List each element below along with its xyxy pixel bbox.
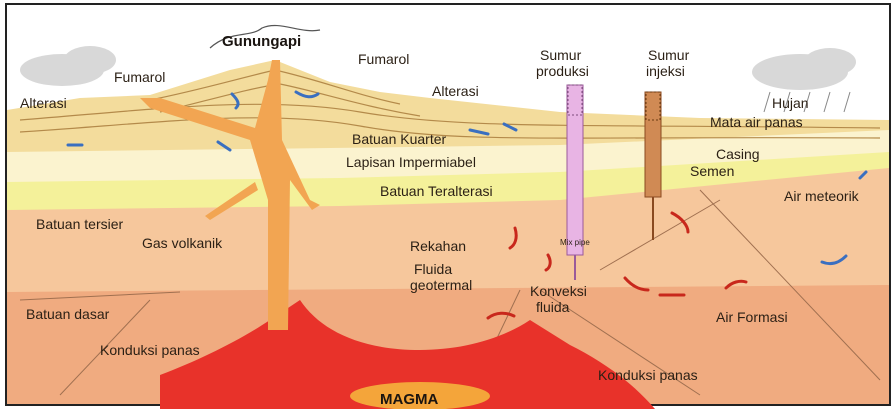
- label-air-meteorik: Air meteorik: [784, 188, 860, 204]
- label-sumur-produksi-2: produksi: [536, 63, 589, 79]
- label-sumur-produksi-1: Sumur: [540, 47, 582, 63]
- label-alterasi-right: Alterasi: [432, 83, 479, 99]
- label-konduksi-panas-right: Konduksi panas: [598, 367, 698, 383]
- label-batuan-teralterasi: Batuan Teralterasi: [380, 183, 493, 199]
- label-rekahan: Rekahan: [410, 238, 466, 254]
- label-batuan-tersier: Batuan tersier: [36, 216, 123, 232]
- label-gunungapi: Gunungapi: [222, 33, 301, 50]
- label-fluida-geotermal-1: Fluida: [414, 261, 452, 277]
- label-alterasi-left: Alterasi: [20, 95, 67, 111]
- label-konduksi-panas-left: Konduksi panas: [100, 342, 200, 358]
- label-konveksi-fluida-2: fluida: [536, 299, 570, 315]
- label-batuan-dasar: Batuan dasar: [26, 306, 110, 322]
- label-gas-volkanik: Gas volkanik: [142, 235, 223, 251]
- label-mata-air-panas: Mata air panas: [710, 114, 803, 130]
- label-sumur-injeksi-1: Sumur: [648, 47, 690, 63]
- label-sumur-injeksi-2: injeksi: [646, 63, 685, 79]
- label-casing: Casing: [716, 146, 760, 162]
- production-well: [567, 85, 583, 280]
- label-fumarol-right: Fumarol: [358, 51, 409, 67]
- label-hujan: Hujan: [772, 95, 809, 111]
- label-semen: Semen: [690, 163, 734, 179]
- label-konveksi-fluida-1: Konveksi: [530, 283, 587, 299]
- label-magma: MAGMA: [380, 391, 438, 408]
- label-batuan-kuarter: Batuan Kuarter: [352, 131, 447, 147]
- label-air-formasi: Air Formasi: [716, 309, 788, 325]
- label-mix-pipe: Mix pipe: [560, 238, 590, 247]
- label-lapisan-impermiabel: Lapisan Impermiabel: [346, 154, 476, 170]
- label-fumarol-left: Fumarol: [114, 69, 165, 85]
- label-fluida-geotermal-2: geotermal: [410, 277, 472, 293]
